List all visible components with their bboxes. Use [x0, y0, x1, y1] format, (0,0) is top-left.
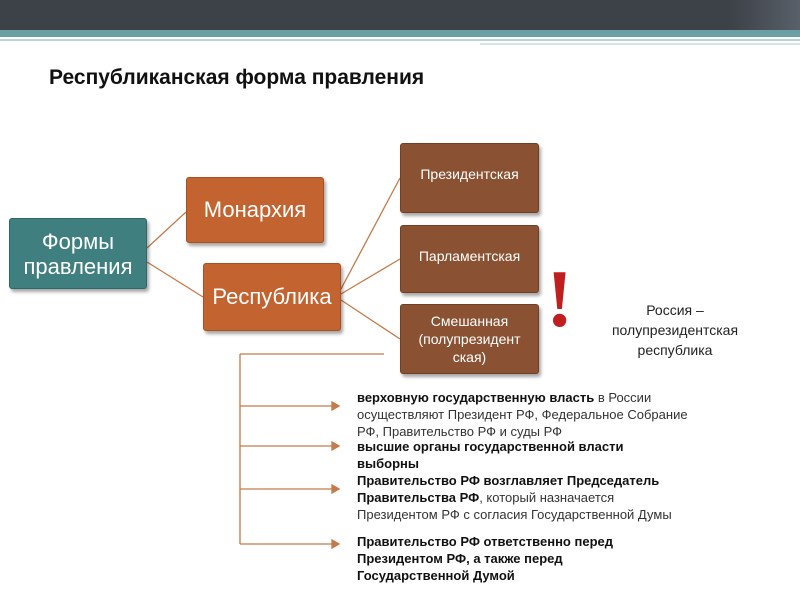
connector-republic-parliamentary	[340, 258, 401, 295]
node-mixed: Смешанная (полупрезидент ская)	[400, 304, 539, 374]
connector-republic-presidential	[340, 177, 401, 290]
arrow-1-head	[331, 400, 341, 412]
arrow-3-head	[331, 483, 341, 495]
russia-callout-line3: республика	[637, 342, 713, 358]
header-corner	[730, 0, 800, 30]
header-accent-line	[0, 39, 800, 41]
feature-1-line3: РФ, Правительство РФ и суды РФ	[357, 424, 563, 439]
node-parliamentary: Парламентская	[400, 225, 539, 293]
node-presidential-label: Президентская	[420, 166, 519, 182]
feature-supreme-power: верховную государственную власть в Росси…	[357, 389, 777, 440]
feature-1-rest: в России	[594, 390, 652, 405]
slide-title: Республиканская форма правления	[49, 66, 425, 89]
russia-callout-line1: Россия –	[646, 302, 704, 318]
feature-4-line1: Правительство РФ ответственно перед	[357, 534, 613, 549]
node-mixed-line2: (полупрезидент	[418, 331, 521, 347]
feature-3-bold2: Правительства РФ	[357, 490, 480, 505]
arrow-4-head	[331, 538, 341, 550]
feature-3-bold1: Правительство РФ возглавляет Председател…	[357, 473, 660, 488]
node-presidential: Президентская	[400, 143, 539, 213]
header-bar	[0, 0, 800, 30]
feature-2-line2: выборны	[357, 456, 419, 471]
header-accent-line-short	[480, 43, 800, 45]
node-mixed-line3: ская)	[452, 349, 487, 365]
feature-elected-bodies: высшие органы государственной власти выб…	[357, 438, 687, 472]
connector-republic-mixed	[340, 299, 401, 340]
russia-callout: Россия – полупрезидентская республика	[585, 300, 765, 360]
node-republic: Республика	[203, 263, 341, 331]
node-forms-of-government: Формы правления	[9, 218, 147, 289]
node-monarchy-label: Монархия	[203, 197, 307, 222]
node-forms-line2: правления	[23, 253, 133, 279]
exclamation-mark: !	[546, 253, 574, 344]
feature-1-bold: верховную государственную власть	[357, 390, 595, 405]
node-parliamentary-label: Парламентская	[418, 248, 521, 264]
connector-forms-monarchy	[146, 211, 187, 249]
feature-3-line3: Президентом РФ с согласия Государственно…	[357, 507, 672, 522]
header-accent-band	[0, 30, 800, 37]
arrow-2-head	[331, 440, 341, 452]
feature-1-line2: осуществляют Президент РФ, Федеральное С…	[357, 407, 688, 422]
feature-government-responsibility: Правительство РФ ответственно перед През…	[357, 533, 677, 584]
connector-forms-republic	[146, 261, 204, 298]
node-monarchy: Монархия	[186, 177, 324, 243]
feature-3-rest: , который назначается	[479, 490, 615, 505]
russia-callout-line2: полупрезидентская	[611, 322, 739, 338]
feature-4-line3: Государственной Думой	[357, 568, 515, 583]
feature-4-line2: Президентом РФ, а также перед	[357, 551, 563, 566]
feature-2-line1: высшие органы государственной власти	[357, 439, 624, 454]
feature-government-head: Правительство РФ возглавляет Председател…	[357, 472, 757, 523]
node-republic-label: Республика	[212, 284, 332, 309]
node-forms-line1: Формы	[41, 228, 115, 254]
node-mixed-line1: Смешанная	[430, 313, 509, 329]
